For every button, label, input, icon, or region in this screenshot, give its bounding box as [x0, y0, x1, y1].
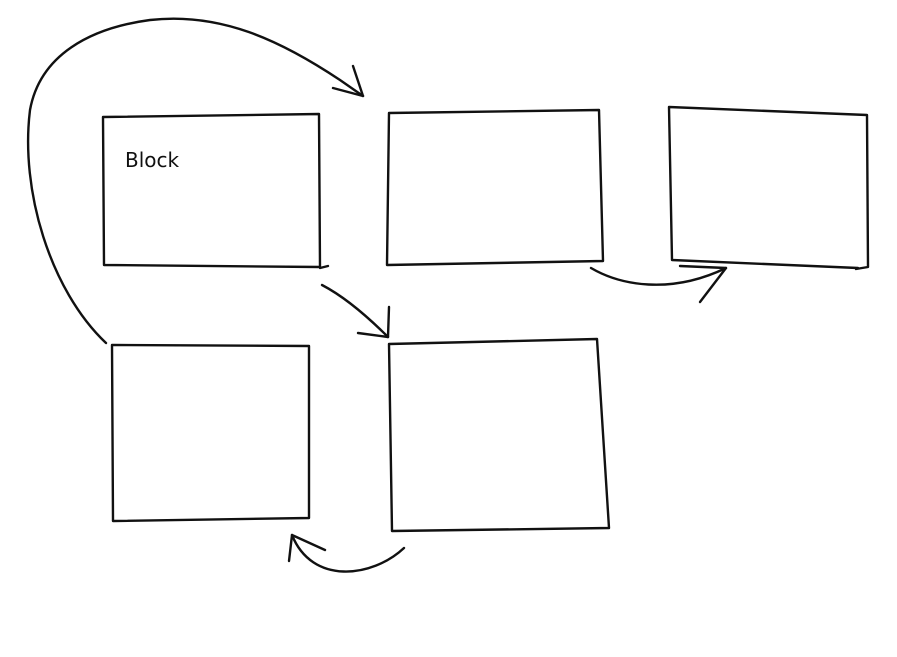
- arrow-line: [320, 283, 390, 339]
- block-2: [385, 108, 605, 267]
- arrowhead-icon: [287, 533, 327, 563]
- block-5: [387, 337, 611, 533]
- arrow-line: [26, 17, 365, 345]
- arrow-line: [589, 266, 728, 286]
- block-4: [110, 343, 311, 523]
- arrow-block-2-to-block-3: [589, 264, 728, 304]
- arrowhead-icon: [678, 264, 728, 304]
- arrowhead-icon: [331, 64, 365, 98]
- block-3: [667, 105, 870, 271]
- block-1-outline: [101, 112, 330, 270]
- arrow-block-1-to-block-5: [320, 283, 391, 339]
- block-2-outline: [385, 108, 605, 267]
- block-4-outline: [110, 343, 311, 523]
- arrow-block-5-to-block-4: [287, 533, 406, 573]
- block-3-outline: [667, 105, 870, 271]
- arrow-block-4-to-block-2: [26, 17, 365, 345]
- block-1-label: Block: [125, 148, 180, 172]
- block-1: Block: [101, 112, 330, 270]
- arrow-line: [290, 533, 406, 573]
- block-5-outline: [387, 337, 611, 533]
- arrowhead-icon: [356, 305, 391, 339]
